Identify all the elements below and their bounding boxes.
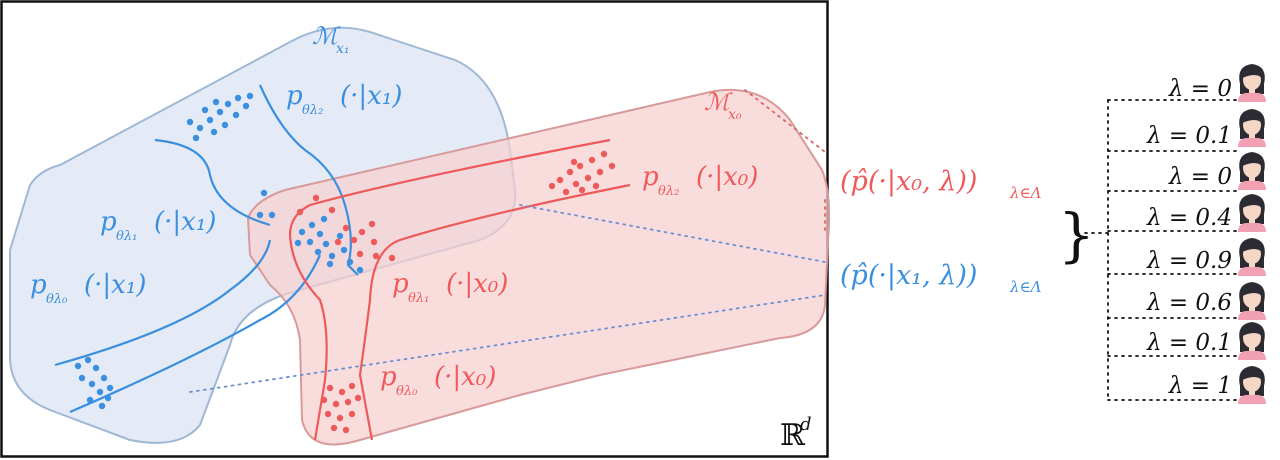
woman-avatar-icon xyxy=(1238,238,1266,276)
dotted-connectors xyxy=(189,89,1109,401)
brace: } xyxy=(1058,201,1095,269)
p-l1-x1-arg: (·|x₁) xyxy=(154,207,216,237)
lambda-label-1: λ = 0.1 xyxy=(1146,123,1232,149)
lambda-label-2: λ = 0 xyxy=(1168,164,1232,190)
p-l1-x1-label: p xyxy=(100,207,117,237)
p-l0-x1-label: p xyxy=(30,270,47,300)
p-l1-x0-arg: (·|x₀) xyxy=(446,269,508,299)
manifold-x1-sub: x₁ xyxy=(336,41,350,57)
p-l1-x0-sub: θλ₁ xyxy=(408,291,429,306)
lambda-label-0: λ = 0 xyxy=(1168,76,1232,102)
lambda-label-4: λ = 0.9 xyxy=(1146,248,1232,274)
lambda-label-7: λ = 1 xyxy=(1168,373,1232,399)
p-l0-x1-sub: θλ₀ xyxy=(46,292,68,307)
woman-avatar-icon xyxy=(1238,322,1266,360)
lambda-label-5: λ = 0.6 xyxy=(1146,290,1232,316)
blue-density-curves xyxy=(54,84,359,414)
woman-avatar-icon xyxy=(1238,152,1266,190)
p-l2-x1-label: p xyxy=(286,81,303,111)
blue-samples xyxy=(74,92,364,410)
family-x0-sub: λ∈Λ xyxy=(1009,184,1042,202)
woman-avatar-icon xyxy=(1238,282,1266,320)
p-l0-x0-label: p xyxy=(380,362,397,392)
red-density-curves xyxy=(288,138,631,441)
manifold-x0-region xyxy=(246,88,831,446)
space-sup: d xyxy=(800,414,812,435)
p-l1-x1-sub: θλ₁ xyxy=(116,229,137,244)
woman-avatar-icon xyxy=(1238,194,1266,232)
p-l2-x0-sub: θλ₂ xyxy=(658,184,679,199)
red-samples xyxy=(296,150,616,434)
p-l0-x1-arg: (·|x₁) xyxy=(84,270,146,300)
lambda-row-lines xyxy=(1107,99,1239,401)
manifold-x0-label: ℳ xyxy=(704,88,733,116)
p-l0-x0-sub: θλ₀ xyxy=(396,384,418,399)
woman-avatar-icon xyxy=(1238,64,1266,102)
p-l2-x1-sub: θλ₂ xyxy=(302,103,323,118)
p-l2-x1-arg: (·|x₁) xyxy=(340,81,402,111)
p-l1-x0-label: p xyxy=(392,269,409,299)
manifold-x0-sub: x₀ xyxy=(728,107,742,123)
lambda-label-6: λ = 0.1 xyxy=(1146,330,1232,356)
space-label: ℝ xyxy=(780,418,806,453)
family-x1-sub: λ∈Λ xyxy=(1009,278,1042,296)
family-x1-label: (p̂(·|x₁, λ)) xyxy=(840,260,977,291)
woman-avatar-icon xyxy=(1238,109,1266,147)
lambda-label-3: λ = 0.4 xyxy=(1146,205,1232,231)
p-l2-x0-arg: (·|x₀) xyxy=(696,162,758,192)
manifold-x1-label: ℳ xyxy=(312,22,341,50)
family-x0-label: (p̂(·|x₀, λ)) xyxy=(840,166,977,197)
p-l2-x0-label: p xyxy=(642,162,659,192)
p-l0-x0-arg: (·|x₀) xyxy=(434,362,496,392)
woman-avatar-icon xyxy=(1238,366,1266,404)
